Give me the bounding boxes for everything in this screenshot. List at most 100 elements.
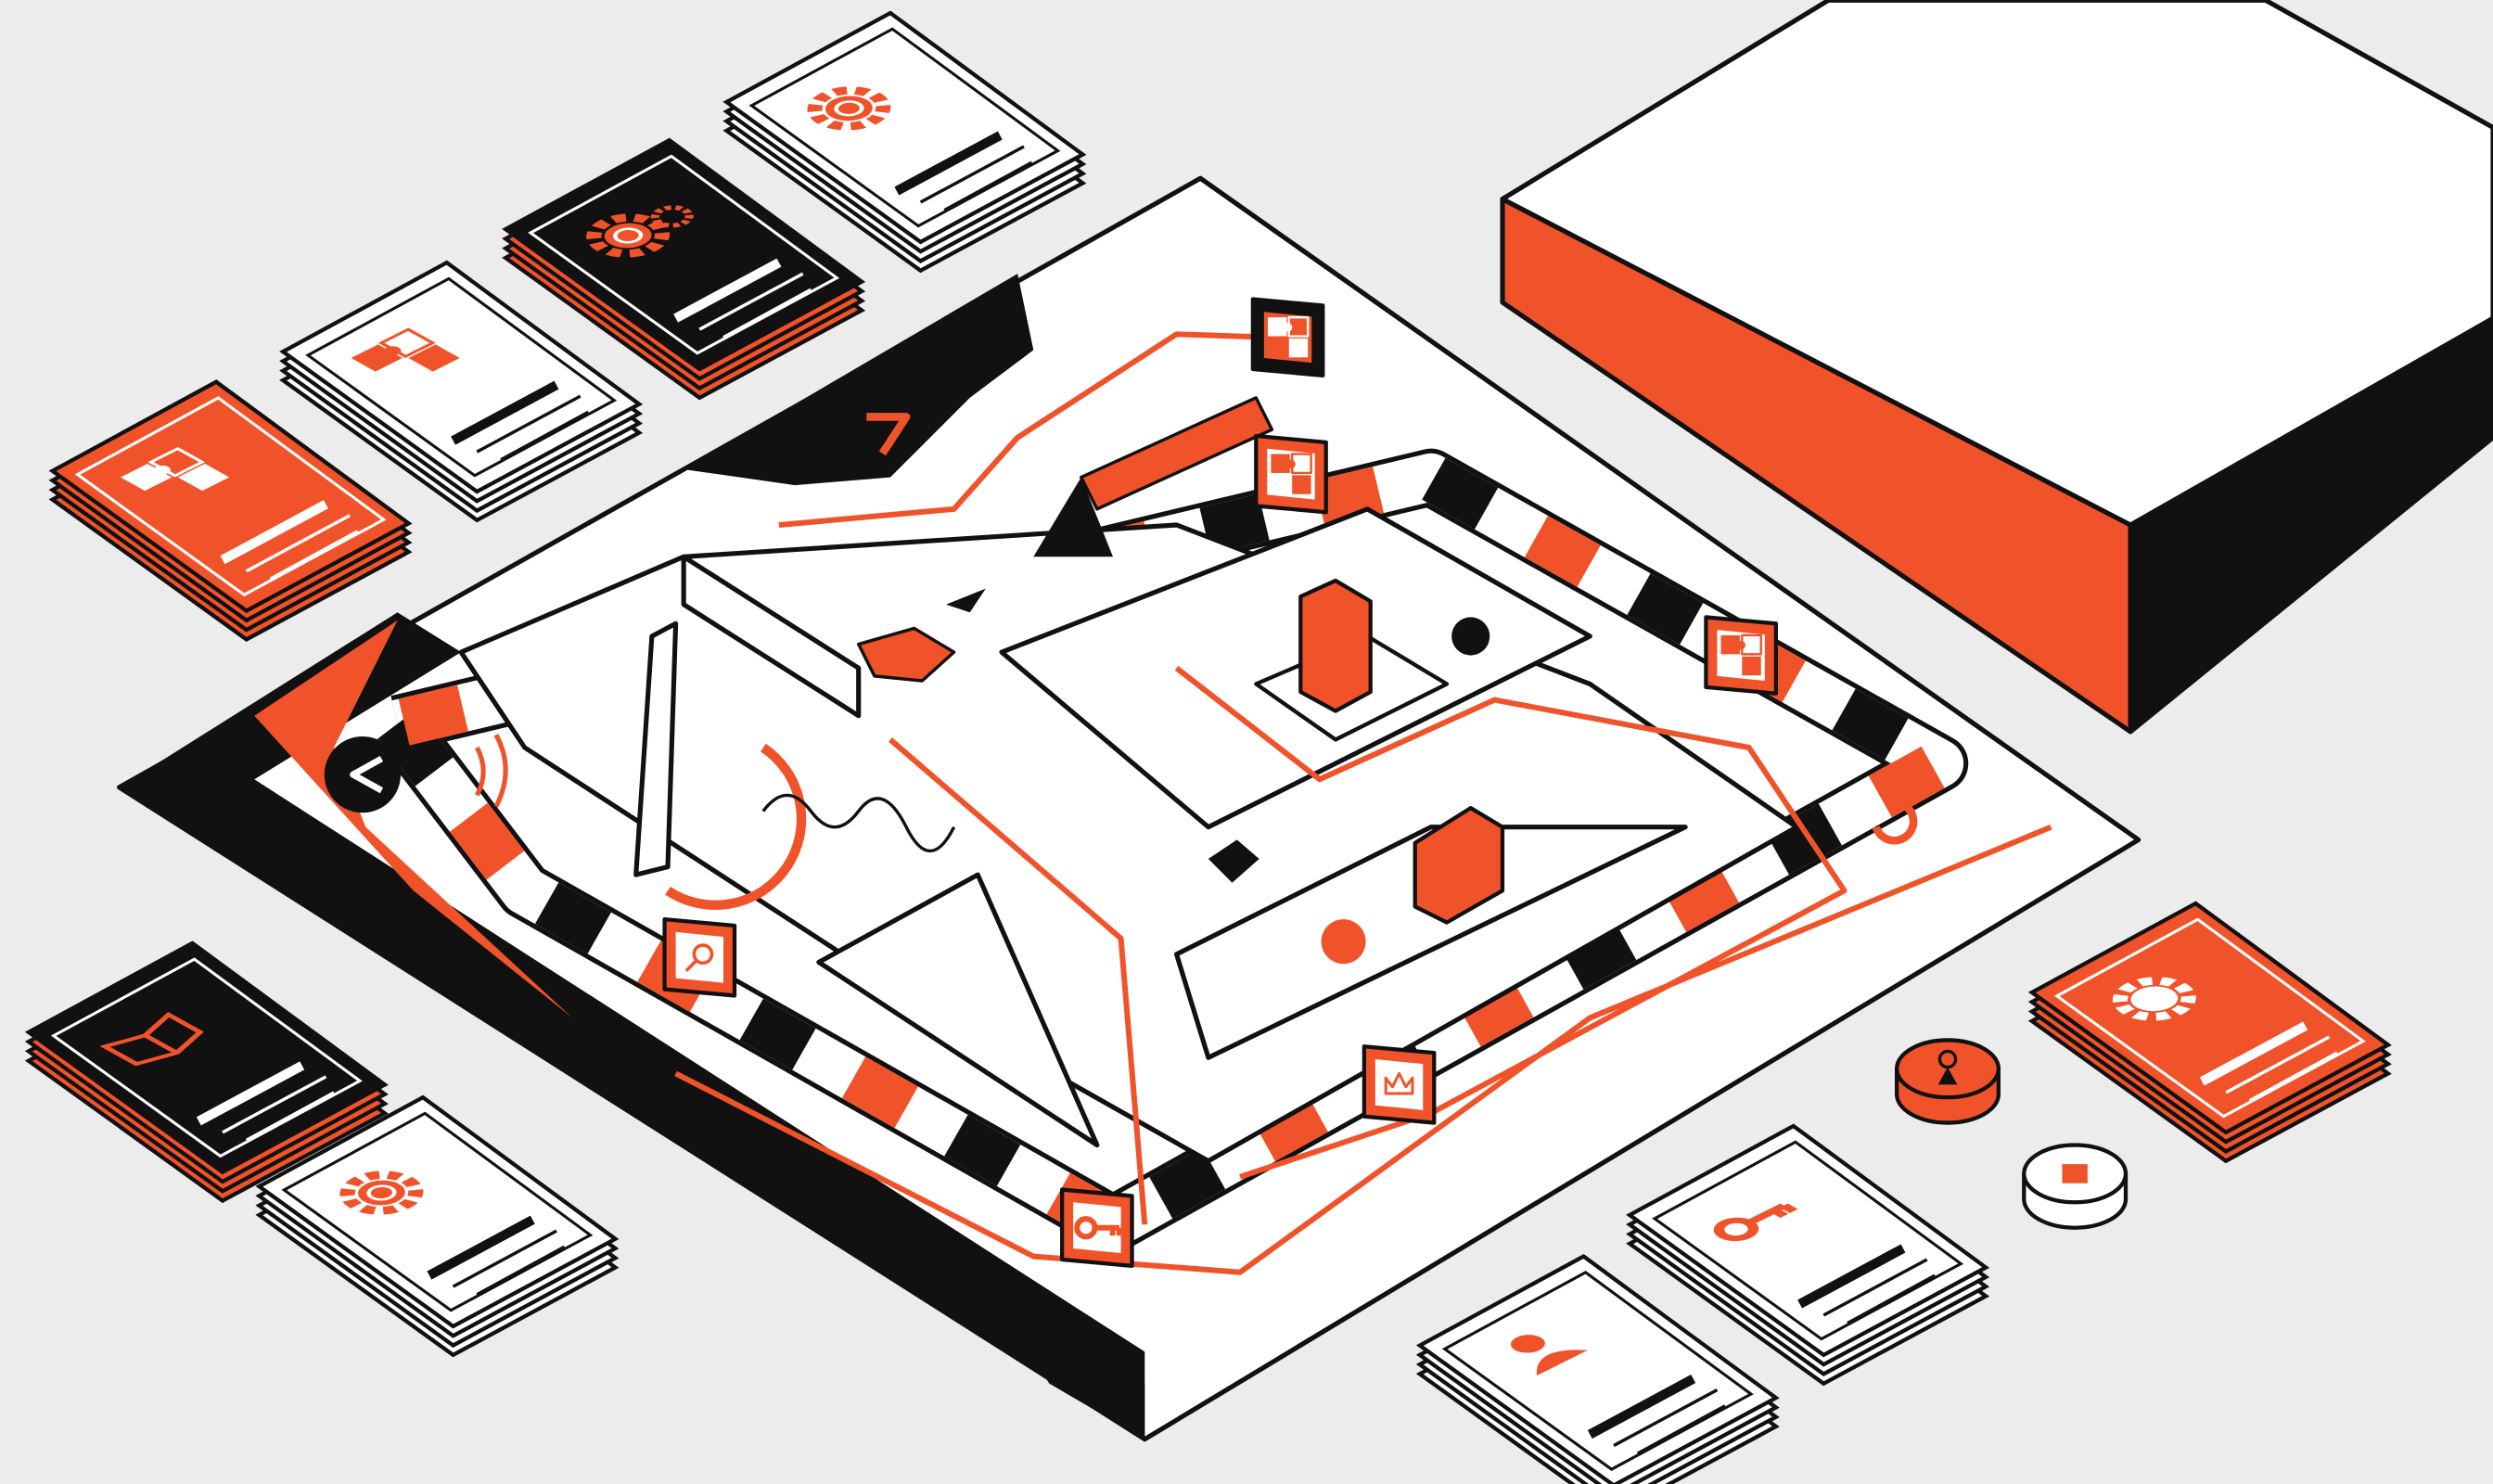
card-text-bar [427,1215,535,1280]
card-border [2053,917,2366,1119]
orange-block [1298,578,1373,713]
book-icon [99,1011,204,1067]
card-text-bar [2199,1021,2308,1086]
puzzle-icon [120,447,230,492]
board-tile [662,917,737,998]
card-border [305,276,618,478]
person-icon [1510,1335,1588,1376]
card-text-bar [673,258,782,323]
card-text-line [919,145,1025,204]
board-track-orange-squares [378,453,1964,1248]
key-icon [1713,1203,1798,1242]
badge-icon [2112,977,2196,1021]
orange-ramp [1079,396,1274,511]
card-text-bar [220,500,328,565]
card-text-bar [1587,1375,1696,1439]
card-border [50,957,363,1158]
c-glyph-icon [1872,799,1918,845]
game-box-lid [1500,0,2493,528]
wall-block [946,588,986,613]
chevron-left-icon [324,736,401,813]
pawn-icon [1937,1049,1958,1085]
lower-platform [1173,825,1688,1060]
gear-icon [339,1171,424,1215]
magnifier-icon [684,943,714,972]
card-text-line [245,1091,335,1142]
black-dot [1451,617,1490,656]
board-tile [1250,297,1325,378]
card-stack[interactable] [1626,1123,1990,1387]
card-stack[interactable] [1415,1254,1780,1484]
key-icon [1074,1216,1122,1240]
wall-block [633,620,679,877]
card-text-bar [196,1061,305,1126]
card-text-line [1613,1388,1719,1448]
crown-icon [1384,1071,1414,1095]
board-tile [1704,615,1778,696]
card-stack[interactable] [279,260,644,523]
wall-block [1033,477,1113,557]
orange-pentagon-piece [857,626,956,683]
seven-glyph-icon [866,413,911,456]
card-text-line [245,514,351,573]
game-token[interactable] [2022,1143,2129,1230]
card-text-line [1636,1404,1726,1455]
board-tile [1362,1044,1437,1125]
card-text-bar [451,380,559,445]
card-text-line [698,272,804,331]
card-text-bar [1797,1244,1906,1309]
card-border [1652,1140,1964,1341]
orange-dot [1321,919,1366,965]
card-border [74,396,387,597]
route-line [674,824,2052,1275]
card-text-line [722,288,812,339]
card-text-line [943,160,1033,212]
card-stack[interactable] [24,940,389,1204]
triangle-platform [816,872,1100,1148]
game-token[interactable] [1895,1038,2001,1125]
signal-waves [474,734,508,808]
card-text-bar [894,131,1003,196]
gear-icon [807,86,891,131]
board-tile [1254,433,1328,515]
card-text-line [476,1245,566,1297]
flag-icon [2062,1164,2088,1183]
route-line [778,331,1272,528]
tile-inner [1374,1059,1424,1110]
orange-arc [665,743,807,910]
card-stack[interactable] [722,10,1087,274]
game-box [1500,0,2493,735]
orange-block [1413,806,1505,925]
card-text-line [2248,1051,2338,1103]
card-border [748,27,1061,228]
board-black-edge [119,612,1145,1439]
board-black-corner [684,274,1034,486]
puzzle-icon [1720,633,1762,676]
card-text-line [222,1075,327,1134]
puzzle-icon [1271,453,1312,494]
wavy-line [761,793,956,853]
wall-block [681,554,862,719]
board-orange-edge [254,620,573,1018]
board-black-bottom-corner [1017,1336,1145,1439]
board-track-black-squares [378,453,1964,1248]
card-text-line [500,410,590,462]
puzzle-icon [351,327,460,372]
card-stack[interactable] [2027,901,2392,1164]
card-stack[interactable] [48,379,413,642]
board-tile [1060,1187,1134,1268]
route-line [889,737,1148,1225]
card-text-line [1847,1273,1937,1325]
tile-inner [675,931,723,983]
card-stack[interactable] [255,1094,620,1358]
puzzle-icon [1267,315,1310,358]
card-text-line [476,394,582,454]
card-stack[interactable] [502,137,866,401]
black-diamond-piece [1208,839,1259,883]
card-text-line [452,1229,557,1288]
card-text-line [1822,1258,1928,1317]
card-text-line [2225,1035,2331,1094]
card-border [1441,1271,1754,1471]
card-border [528,154,840,355]
